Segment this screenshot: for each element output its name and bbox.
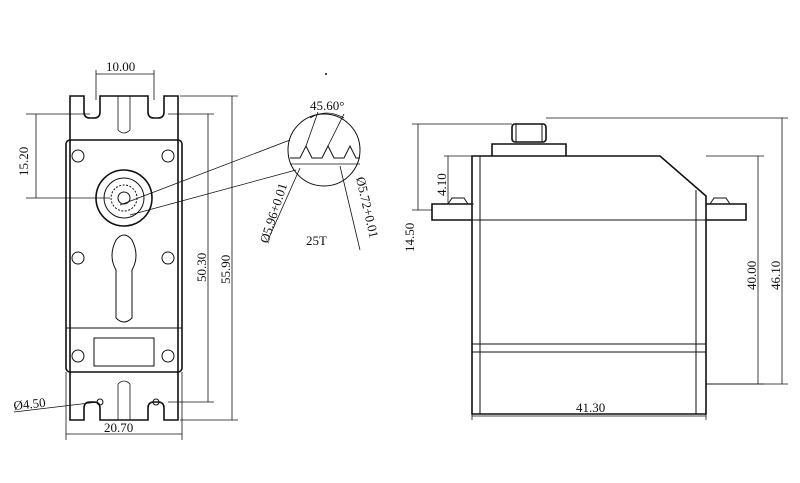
detail-leader-1	[119, 139, 291, 206]
top-center-notch	[117, 96, 131, 134]
left-flange-tab	[447, 197, 469, 205]
bottom-center-notch	[117, 380, 131, 420]
spline-teeth	[290, 144, 360, 159]
top-cap	[491, 143, 567, 156]
mount-hole-right	[152, 398, 160, 406]
dim-spline-offset: 15.20	[16, 147, 31, 176]
dim-hole-diameter: Ø4.50	[13, 395, 47, 413]
front-dimensions: 10.00 15.20 50.30 55.90 Ø4.50 20.70	[13, 59, 238, 440]
screw-mid-left	[71, 251, 85, 265]
screw-bottom-right	[161, 349, 175, 363]
dim-overall-length: 55.90	[218, 255, 233, 284]
dim-mount-hole-spacing: 10.00	[106, 59, 135, 74]
case-outline	[471, 155, 707, 415]
detail-circle	[287, 113, 361, 187]
side-view	[431, 123, 747, 415]
tooth-count: 25T	[306, 233, 327, 248]
screw-top-left	[71, 149, 85, 163]
screw-mid-right	[161, 251, 175, 265]
dim-hole-pitch: 50.30	[194, 253, 209, 282]
spline-gear	[110, 184, 138, 212]
left-flange	[431, 203, 472, 221]
front-view	[65, 95, 183, 421]
side-dimensions: 4.10 14.50 40.00 46.10 41.30	[402, 117, 788, 420]
spline-detail: 45.60° Ø5.96+0.01 Ø5.72+0.01 25T	[119, 73, 382, 251]
dim-body-height: 40.00	[744, 261, 759, 290]
dim-flange-height: 14.50	[402, 223, 417, 252]
output-shaft	[511, 123, 547, 143]
dim-flange-offset: 4.10	[434, 173, 449, 196]
dim-root-diameter: Ø5.96+0.01	[257, 181, 290, 245]
screw-bottom-left	[71, 349, 85, 363]
case-body	[65, 139, 183, 373]
dim-side-length: 41.30	[576, 400, 605, 415]
screw-top-right	[161, 149, 175, 163]
dim-overall-height: 46.10	[768, 261, 783, 290]
dim-outer-diameter: Ø5.72+0.01	[353, 175, 382, 239]
arm-slot	[111, 234, 137, 323]
spline-center	[117, 191, 131, 205]
label-window	[93, 337, 155, 367]
right-flange-tab	[709, 197, 731, 205]
detail-leader-2	[129, 169, 297, 216]
dim-body-width: 20.70	[104, 420, 133, 435]
detail-dot	[325, 73, 327, 75]
dim-tooth-angle: 45.60°	[310, 98, 344, 113]
right-flange	[706, 203, 747, 221]
